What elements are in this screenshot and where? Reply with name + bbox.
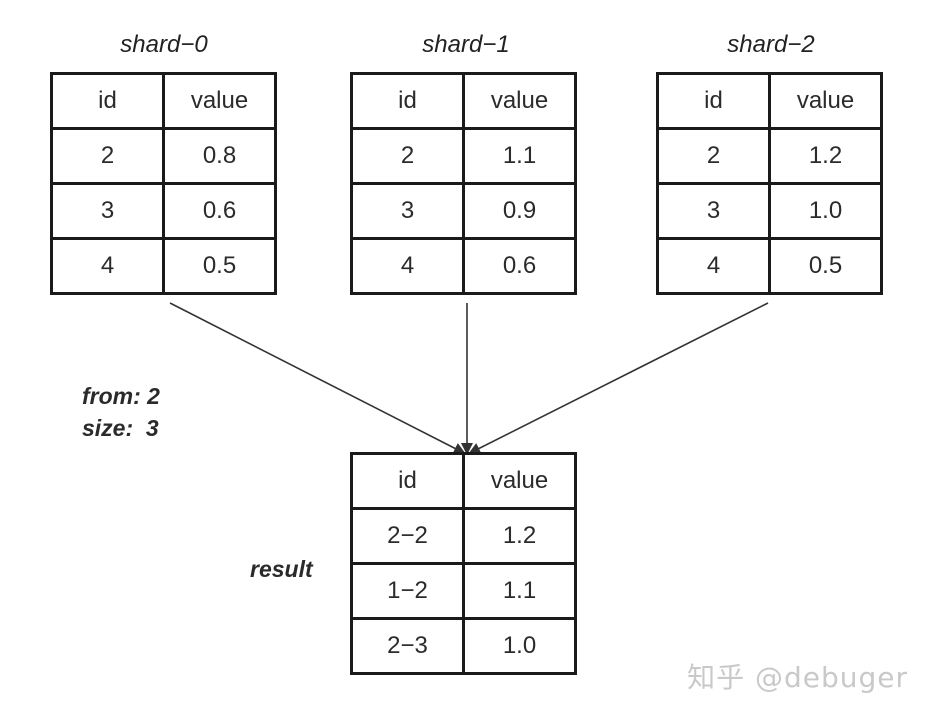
shard-0-table: id value 2 0.8 3 0.6 4 0.5 — [50, 72, 277, 295]
result-table: id value 2−2 1.2 1−2 1.1 2−3 1.0 — [350, 452, 577, 675]
shard-0-title: shard−0 — [120, 31, 208, 58]
cell-value: 1.2 — [768, 127, 883, 185]
cell-id: 3 — [656, 182, 771, 240]
table-row: 2 0.8 — [50, 127, 277, 185]
cell-id: 4 — [50, 237, 165, 295]
cell-value: 1.0 — [462, 617, 577, 675]
cell-id: 3 — [50, 182, 165, 240]
cell-value: 0.6 — [462, 237, 577, 295]
result-label: result — [250, 556, 313, 582]
table-row: 2−3 1.0 — [350, 617, 577, 675]
table-row: 4 0.5 — [656, 237, 883, 295]
arrow-shard-0 — [169, 302, 466, 454]
table-row: 2 1.2 — [656, 127, 883, 185]
header-id: id — [350, 452, 465, 510]
table-row: 3 0.6 — [50, 182, 277, 240]
from-label: from: 2 — [82, 383, 160, 409]
table-row: 2−2 1.2 — [350, 507, 577, 565]
table-row: 1−2 1.1 — [350, 562, 577, 620]
header-id: id — [350, 72, 465, 130]
cell-id: 4 — [350, 237, 465, 295]
header-value: value — [462, 72, 577, 130]
cell-id: 2−3 — [350, 617, 465, 675]
shard-1-title: shard−1 — [422, 31, 510, 58]
table-row: 2 1.1 — [350, 127, 577, 185]
shard-2-title: shard−2 — [727, 31, 815, 58]
size-label: size: 3 — [82, 415, 159, 441]
cell-id: 4 — [656, 237, 771, 295]
cell-id: 1−2 — [350, 562, 465, 620]
cell-id: 2−2 — [350, 507, 465, 565]
table-row: 4 0.5 — [50, 237, 277, 295]
header-value: value — [768, 72, 883, 130]
table-row: 3 0.9 — [350, 182, 577, 240]
cell-value: 1.1 — [462, 127, 577, 185]
cell-value: 0.5 — [768, 237, 883, 295]
cell-value: 1.2 — [462, 507, 577, 565]
table-header-row: id value — [350, 452, 577, 510]
table-header-row: id value — [656, 72, 883, 130]
table-header-row: id value — [350, 72, 577, 130]
header-id: id — [50, 72, 165, 130]
header-value: value — [162, 72, 277, 130]
cell-id: 2 — [656, 127, 771, 185]
cell-id: 2 — [50, 127, 165, 185]
cell-id: 2 — [350, 127, 465, 185]
cell-value: 0.8 — [162, 127, 277, 185]
table-row: 4 0.6 — [350, 237, 577, 295]
arrow-shard-2 — [468, 302, 769, 454]
cell-value: 0.6 — [162, 182, 277, 240]
cell-value: 0.9 — [462, 182, 577, 240]
shard-1-table: id value 2 1.1 3 0.9 4 0.6 — [350, 72, 577, 295]
header-value: value — [462, 452, 577, 510]
header-id: id — [656, 72, 771, 130]
shard-2-table: id value 2 1.2 3 1.0 4 0.5 — [656, 72, 883, 295]
cell-value: 0.5 — [162, 237, 277, 295]
watermark: 知乎 @debuger — [687, 661, 908, 694]
table-row: 3 1.0 — [656, 182, 883, 240]
cell-id: 3 — [350, 182, 465, 240]
table-header-row: id value — [50, 72, 277, 130]
cell-value: 1.0 — [768, 182, 883, 240]
cell-value: 1.1 — [462, 562, 577, 620]
